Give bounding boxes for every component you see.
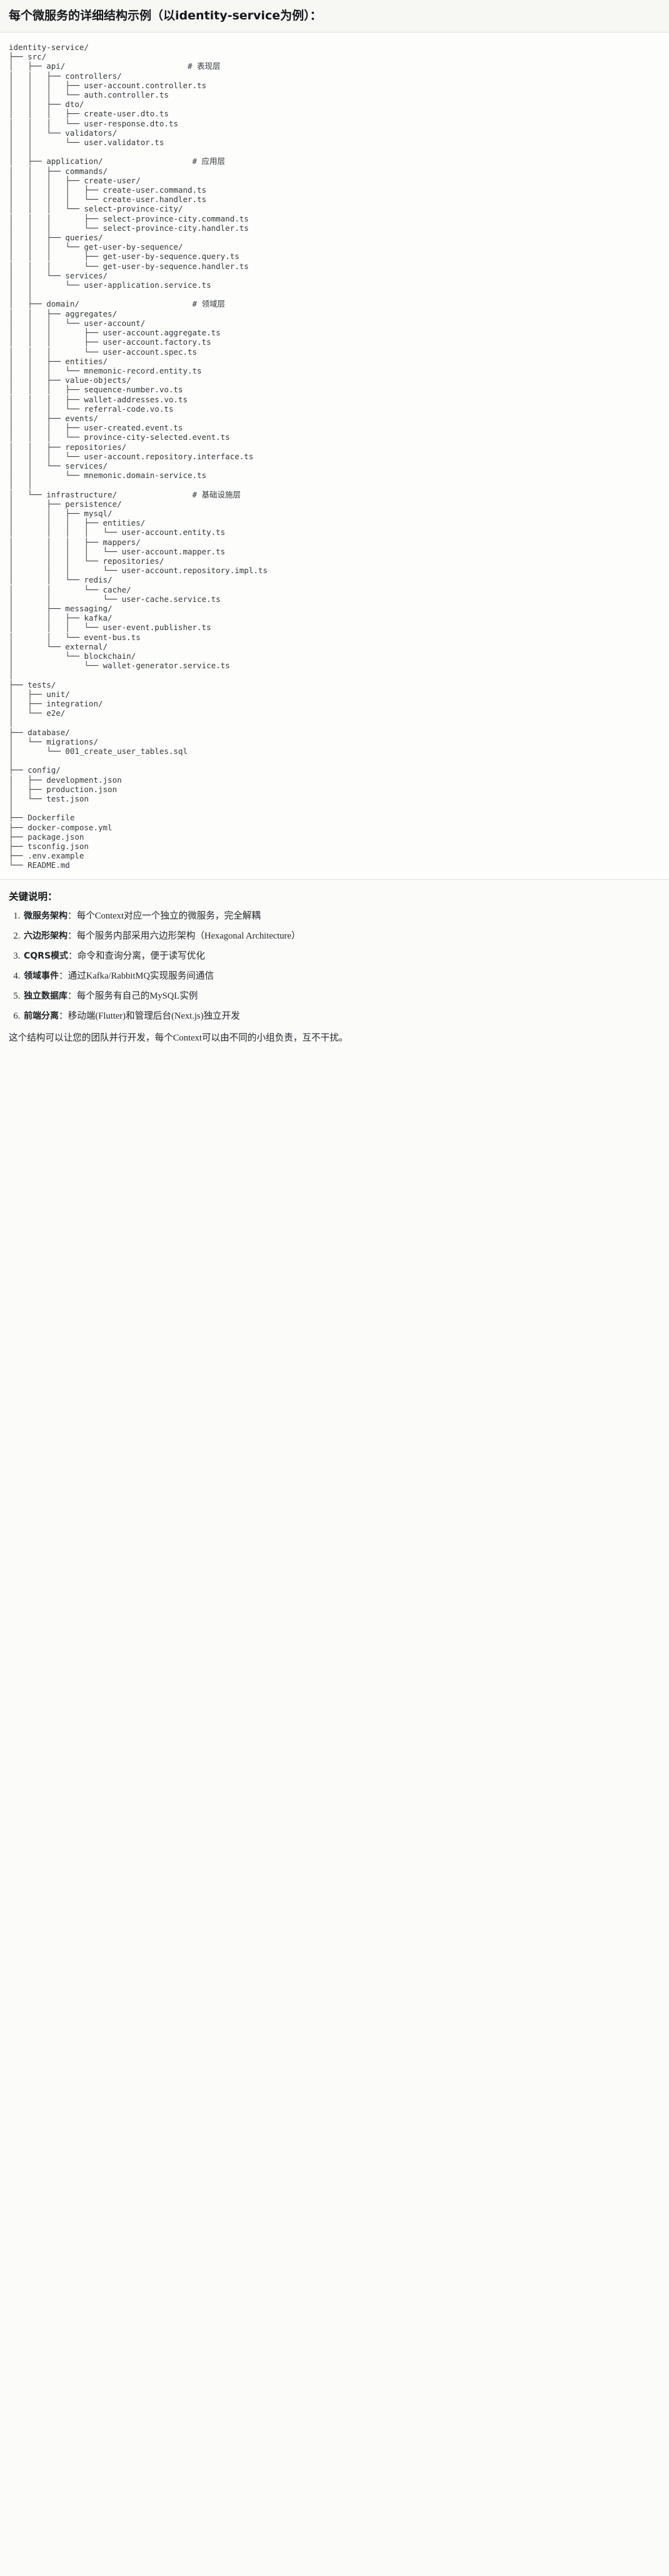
key-desc: ：通过Kafka/RabbitMQ实现服务间通信 (59, 970, 214, 981)
list-item: CQRS模式：命令和查询分离，便于读写优化 (23, 950, 660, 963)
document-page: 每个微服务的详细结构示例（以identity-service为例）： ident… (0, 0, 669, 1059)
key-desc: ：每个服务有自己的MySQL实例 (68, 990, 198, 1001)
key-desc: ：移动端(Flutter)和管理后台(Next.js)独立开发 (59, 1011, 240, 1021)
list-item: 微服务架构：每个Context对应一个独立的微服务，完全解耦 (23, 910, 660, 923)
key-term: 微服务架构 (24, 910, 68, 921)
key-desc: ：每个Context对应一个独立的微服务，完全解耦 (68, 910, 261, 921)
directory-tree: identity-service/ ├── src/ │ ├── api/ # … (9, 43, 268, 870)
key-term: CQRS模式 (24, 950, 69, 961)
key-desc: ：命令和查询分离，便于读写优化 (68, 950, 205, 961)
key-term: 前端分离 (24, 1011, 59, 1021)
page-title: 每个微服务的详细结构示例（以identity-service为例）： (9, 9, 322, 23)
key-term: 独立数据库 (24, 990, 68, 1001)
key-desc: ：每个服务内部采用六边形架构（Hexagonal Architecture） (68, 930, 301, 941)
list-item: 六边形架构：每个服务内部采用六边形架构（Hexagonal Architectu… (23, 930, 660, 943)
key-points-list: 微服务架构：每个Context对应一个独立的微服务，完全解耦 六边形架构：每个服… (9, 910, 660, 1023)
key-term: 领域事件 (24, 970, 59, 981)
list-item: 领域事件：通过Kafka/RabbitMQ实现服务间通信 (23, 970, 660, 983)
title-band: 每个微服务的详细结构示例（以identity-service为例）： (0, 0, 669, 33)
list-item: 前端分离：移动端(Flutter)和管理后台(Next.js)独立开发 (23, 1010, 660, 1023)
closing-paragraph: 这个结构可以让您的团队并行开发，每个Context可以由不同的小组负责，互不干扰… (9, 1032, 348, 1043)
key-points-heading: 关键说明： (9, 890, 58, 902)
key-points-section: 关键说明： 微服务架构：每个Context对应一个独立的微服务，完全解耦 六边形… (0, 879, 669, 1059)
key-term: 六边形架构 (24, 930, 68, 941)
directory-tree-block: identity-service/ ├── src/ │ ├── api/ # … (0, 33, 669, 880)
list-item: 独立数据库：每个服务有自己的MySQL实例 (23, 990, 660, 1003)
